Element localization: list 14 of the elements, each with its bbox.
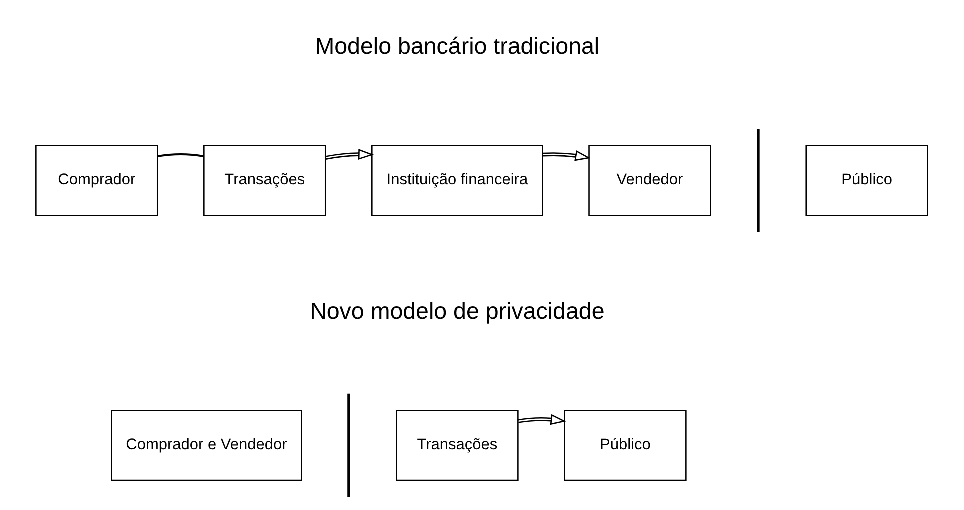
arrow — [518, 414, 566, 426]
node-box: Público — [564, 410, 687, 482]
node-box: Transações — [204, 145, 326, 216]
connector — [158, 154, 204, 158]
arrow — [325, 149, 374, 160]
node-box: Vendedor — [588, 145, 712, 216]
node-box: Comprador e Vendedor — [111, 410, 302, 482]
arrow — [542, 150, 591, 162]
node-box: Público — [806, 145, 928, 216]
node-box: Instituição financeira — [372, 145, 544, 216]
label: Novo modelo de privacidade — [310, 298, 605, 324]
node-box: Transações — [396, 410, 519, 482]
label: Modelo bancário tradicional — [315, 32, 600, 59]
node-box: Comprador — [36, 145, 158, 216]
